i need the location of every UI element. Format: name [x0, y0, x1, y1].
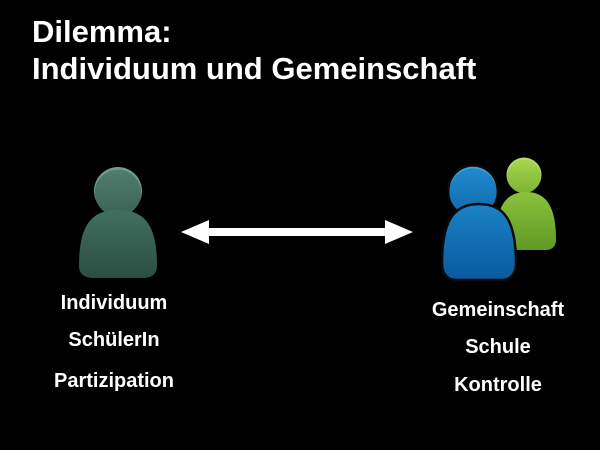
label-schule: Schule	[465, 336, 531, 358]
label-individuum: Individuum	[60, 292, 168, 314]
label-schuelerin: SchülerIn	[68, 329, 160, 351]
title-line-1: Dilemma:	[32, 14, 172, 49]
label-partizipation: Partizipation	[53, 370, 174, 392]
double-headed-arrow-icon	[181, 220, 413, 244]
front-person-blue	[440, 164, 518, 282]
title-line-2: Individuum und Gemeinschaft	[32, 51, 477, 86]
single-person-icon	[79, 167, 157, 278]
label-kontrolle: Kontrolle	[454, 374, 542, 396]
two-persons-group-icon	[440, 157, 556, 282]
page-title: Dilemma:Individuum und Gemeinschaft	[32, 13, 476, 87]
label-gemeinschaft: Gemeinschaft	[431, 299, 565, 321]
